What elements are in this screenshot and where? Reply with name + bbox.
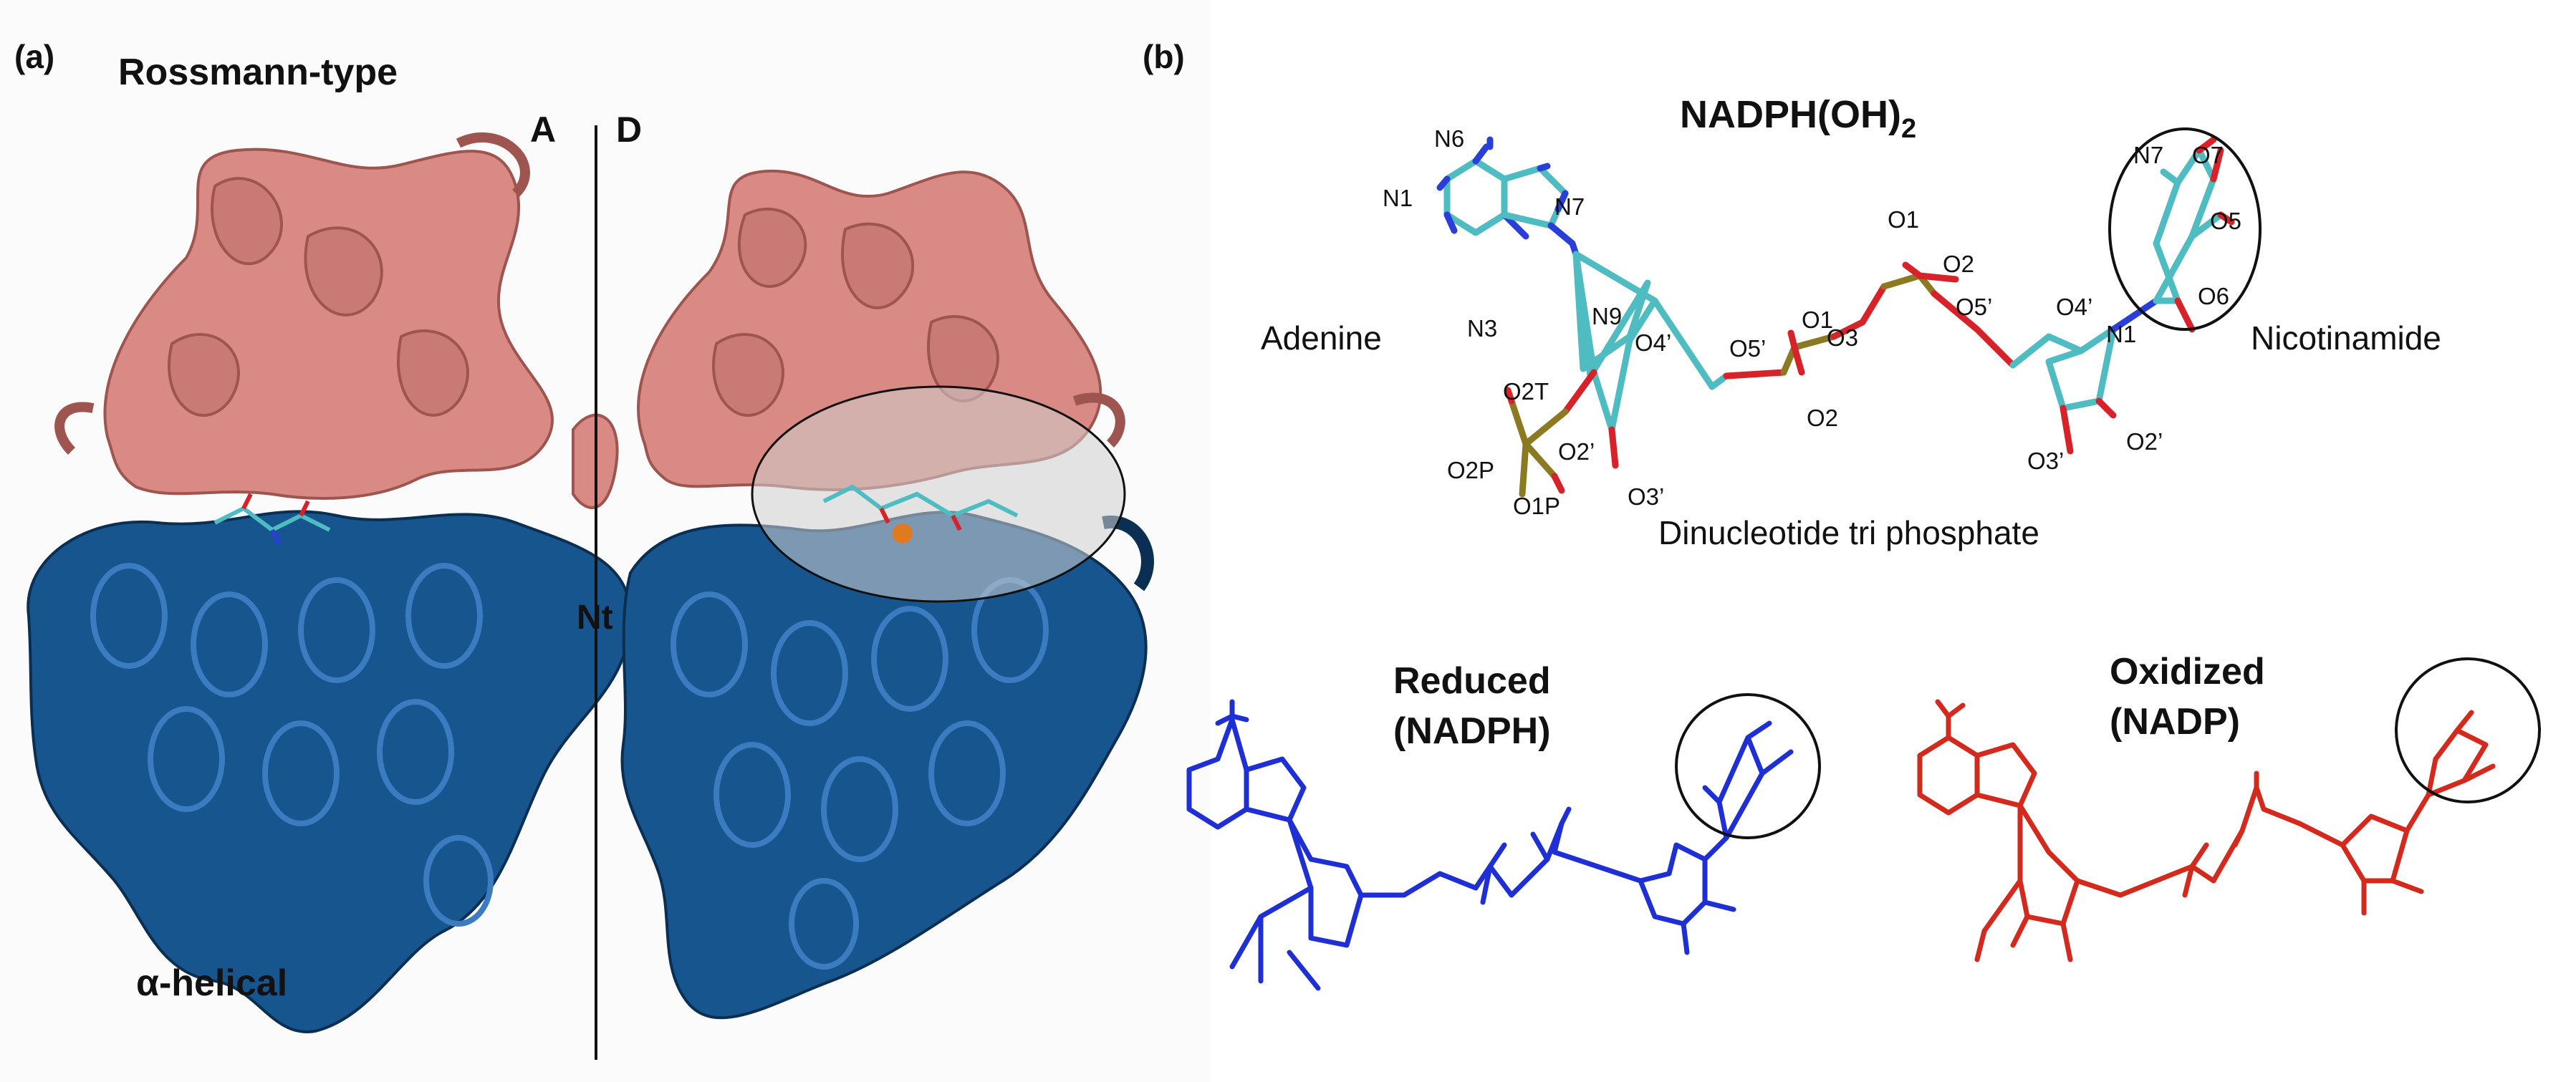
atom-labels: N6 N1 N7 N9 N3 O4’ O5’ O2T O2’ O2P O1P O… [1383, 125, 2241, 519]
atom-label: O2’ [1558, 438, 1595, 465]
atom-label: N1 [2106, 321, 2136, 347]
atom-label: O3’ [1628, 483, 1664, 510]
panel-a: (a) Rossmann-type A D Nt α-helical [0, 0, 1211, 1082]
reduced-nicotinamide-highlight [1675, 693, 1821, 839]
chain-d-label: D [616, 110, 642, 150]
adenine-label: Adenine [1261, 319, 1382, 357]
atom-label: O5’ [1729, 335, 1766, 362]
nadph-title-sub: 2 [1901, 114, 1916, 144]
atom-label: N6 [1434, 125, 1464, 152]
atom-label: O3 [1827, 324, 1858, 351]
atom-label: O2 [1943, 251, 1974, 277]
atom-label: O4’ [2056, 294, 2092, 320]
atom-label: N7 [2133, 142, 2163, 168]
helical-label: α-helical [136, 962, 287, 1004]
atom-label: O3’ [2027, 448, 2064, 474]
oxidized-label-line1: Oxidized [2110, 651, 2265, 692]
nadph-oh2-molecule [1436, 136, 2235, 498]
atom-label: N1 [1383, 185, 1413, 211]
helix-coils [90, 563, 1049, 970]
rossmann-label: Rossmann-type [118, 52, 398, 93]
nicotinamide-highlight [2108, 127, 2262, 331]
atom-label: O4’ [1635, 329, 1671, 356]
atom-label: O7 [2192, 142, 2224, 168]
atom-label: O5’ [1956, 294, 1992, 320]
atom-label: O2P [1447, 457, 1494, 483]
atom-label: N3 [1467, 315, 1497, 342]
chain-a-label: A [530, 110, 556, 150]
oxidized-nicotinamide-highlight [2395, 657, 2541, 803]
panel-b-label: (b) [1143, 38, 1185, 75]
atom-label: O1 [1802, 306, 1833, 333]
nadph-title-main: NADPH(OH) [1680, 93, 1901, 136]
atom-label: O2 [1807, 405, 1838, 431]
helical-domain [27, 510, 1154, 1033]
nadp-oxidized-molecule [1917, 699, 2496, 962]
atom-label: N7 [1554, 193, 1585, 220]
atom-label: O2’ [2126, 428, 2163, 455]
reduced-label-line1: Reduced [1393, 660, 1551, 702]
atom-label: O1 [1888, 206, 1919, 233]
panel-a-label: (a) [14, 38, 54, 75]
ligand-chain-a [213, 493, 331, 546]
rossmann-domain-chain-a [54, 132, 554, 500]
atom-label: N9 [1592, 303, 1622, 329]
nadph-reduced-molecule [1186, 699, 1794, 991]
nadph-title: NADPH(OH)2 [1680, 93, 1916, 144]
nicotinamide-label: Nicotinamide [2251, 319, 2441, 357]
terminus-label: Nt [577, 599, 613, 637]
atom-label: O5 [2210, 208, 2241, 234]
atom-label: O6 [2198, 283, 2229, 309]
active-site-highlight [751, 385, 1126, 603]
atom-label: O2T [1503, 378, 1549, 405]
panel-b: (b) NADPH(OH)2 [1143, 38, 2541, 991]
reduced-label-line2: (NADPH) [1393, 710, 1551, 752]
backbone-label: Dinucleotide tri phosphate [1658, 514, 2039, 551]
atom-label: O1P [1513, 493, 1560, 519]
oxidized-label-line2: (NADP) [2110, 701, 2240, 743]
